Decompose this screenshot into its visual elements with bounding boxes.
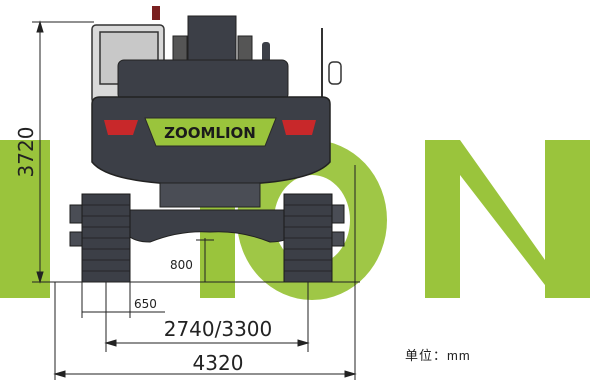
height-dimension-label: 3720 (14, 127, 38, 178)
cylinder-left (172, 35, 188, 63)
tail-light-left (104, 120, 138, 135)
brand-plate (144, 117, 277, 147)
mirror-icon (328, 61, 342, 85)
clearance-dimension (196, 238, 214, 282)
width-dimension-label: 4320 (193, 351, 244, 375)
shoe-width-dimension (81, 282, 165, 318)
beacon-icon (152, 6, 160, 20)
brand-logo-text: ZOOMLION (164, 124, 256, 142)
unit-note: 单位：mm (405, 348, 471, 363)
watermark-letter-n (425, 140, 590, 298)
turntable (159, 182, 261, 208)
cylinder-right (237, 35, 253, 63)
clearance-dimension-label: 800 (170, 258, 193, 272)
undercarriage-frame (123, 209, 299, 243)
boom (187, 15, 237, 67)
shoe-width-dimension-label: 650 (134, 297, 157, 311)
track-shoe-lines (82, 204, 332, 272)
height-dimension (32, 20, 94, 284)
track-gauge-dimension-label: 2740/3300 (164, 317, 273, 341)
track-gauge-dimension (104, 282, 310, 352)
tail-light-right (282, 120, 316, 135)
width-dimension (53, 165, 357, 380)
upper-structure (117, 59, 289, 101)
